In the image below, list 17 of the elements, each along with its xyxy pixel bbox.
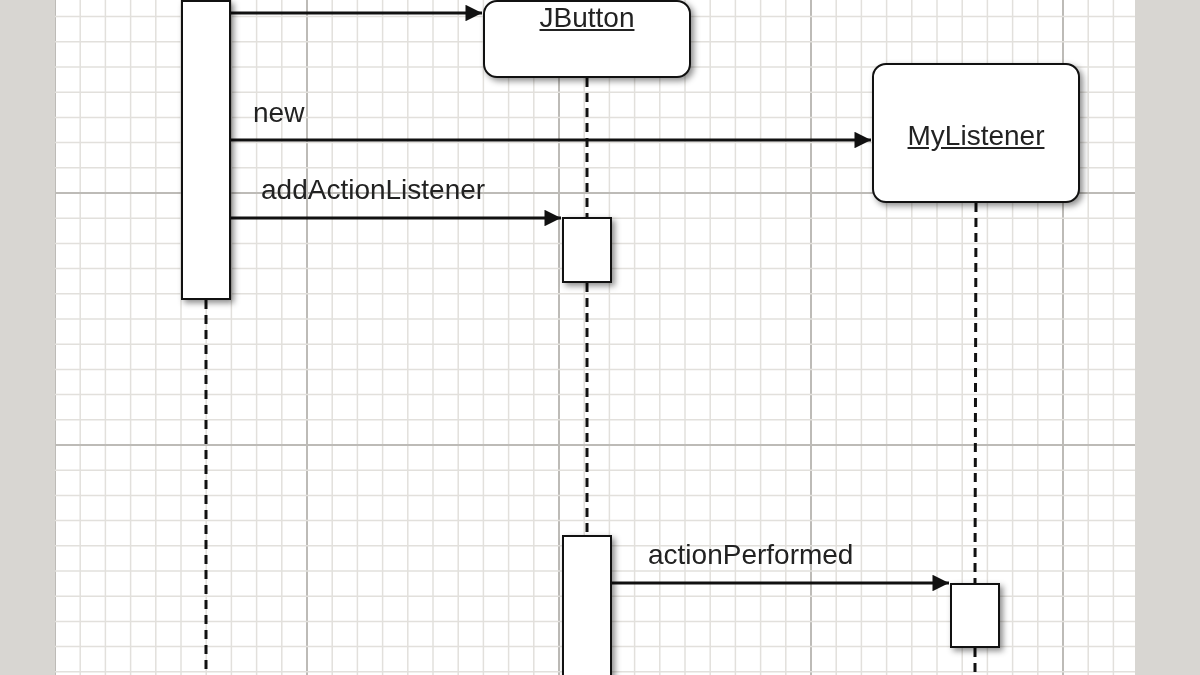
lifeline — [585, 78, 589, 217]
activation-bar — [181, 0, 231, 300]
message-arrow — [231, 4, 482, 22]
activation-bar — [562, 217, 612, 283]
object-box: MyListener — [872, 63, 1080, 203]
message-arrow — [231, 131, 871, 149]
message-arrow — [612, 574, 949, 592]
edge-label: new — [253, 97, 305, 129]
lifeline — [585, 283, 589, 535]
activation-bar — [562, 535, 612, 675]
lifeline — [973, 203, 978, 583]
lifeline — [973, 648, 977, 675]
activation-bar — [950, 583, 1000, 648]
message-arrow — [231, 209, 561, 227]
object-box: JButton — [483, 0, 691, 78]
edge-label: actionPerformed — [648, 539, 854, 571]
edge-label: addActionListener — [261, 174, 486, 206]
